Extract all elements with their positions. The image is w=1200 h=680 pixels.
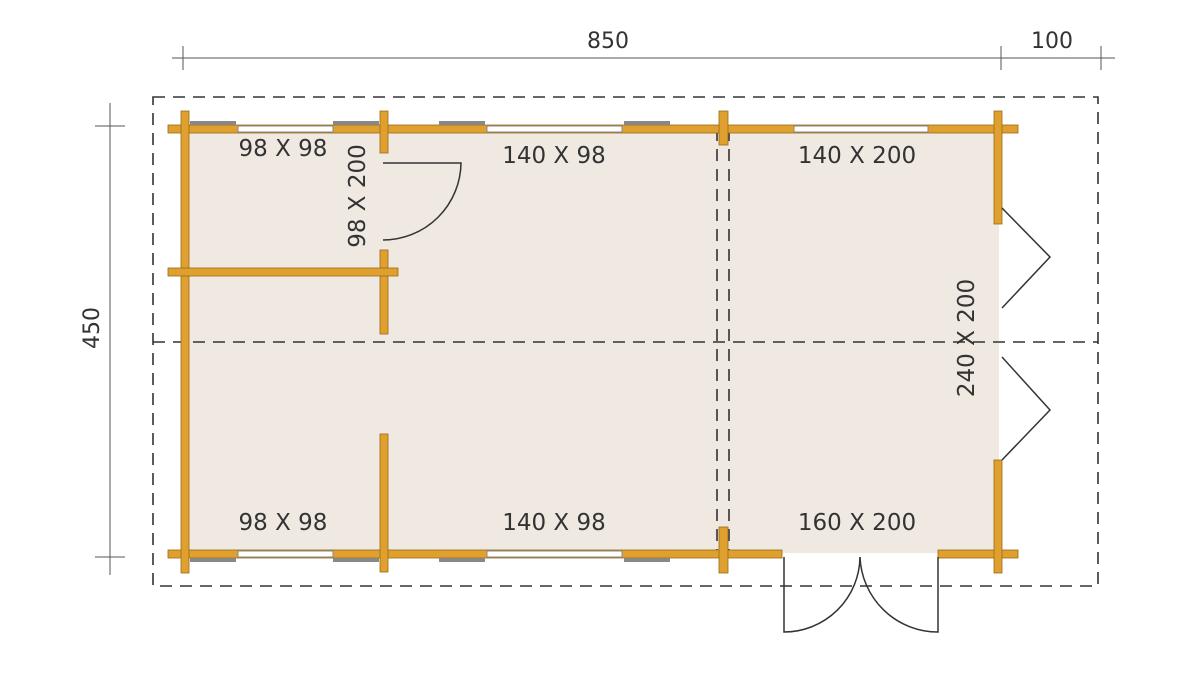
wall-bottom-right <box>937 549 1019 559</box>
wall-post-bottom <box>718 526 729 574</box>
wall-partition-top <box>379 110 389 154</box>
wall-partition-mid <box>379 249 389 335</box>
label-window-bottom-middle: 140 X 98 <box>502 510 606 536</box>
wall-left <box>180 110 190 574</box>
label-door-front: 160 X 200 <box>798 510 916 536</box>
label-door-internal: 98 X 200 <box>345 144 371 248</box>
wall-right-bottom <box>993 459 1003 574</box>
windows <box>190 121 929 562</box>
door-side-upper <box>1001 207 1052 309</box>
doors <box>382 162 1052 633</box>
label-window-top-right: 140 X 200 <box>798 143 916 169</box>
dimension-left <box>95 103 125 575</box>
door-side-lower <box>1001 356 1052 461</box>
label-window-top-middle: 140 X 98 <box>502 143 606 169</box>
dimension-width-extra: 100 <box>1031 29 1073 54</box>
dimension-width-main: 850 <box>587 29 629 54</box>
wall-room-horizontal <box>167 267 399 277</box>
label-window-top-left: 98 X 98 <box>239 136 328 162</box>
wall-post-top <box>718 110 729 146</box>
door-internal-swing <box>382 162 462 241</box>
floor-area <box>186 129 999 553</box>
wall-partition-bottom <box>379 433 389 573</box>
door-front-right <box>859 556 939 633</box>
dimension-top <box>172 46 1115 70</box>
wall-right-top <box>993 110 1003 225</box>
door-front-left <box>783 556 861 633</box>
dimension-depth: 450 <box>80 307 105 349</box>
label-door-side: 240 X 200 <box>954 279 980 397</box>
label-window-bottom-left: 98 X 98 <box>239 510 328 536</box>
